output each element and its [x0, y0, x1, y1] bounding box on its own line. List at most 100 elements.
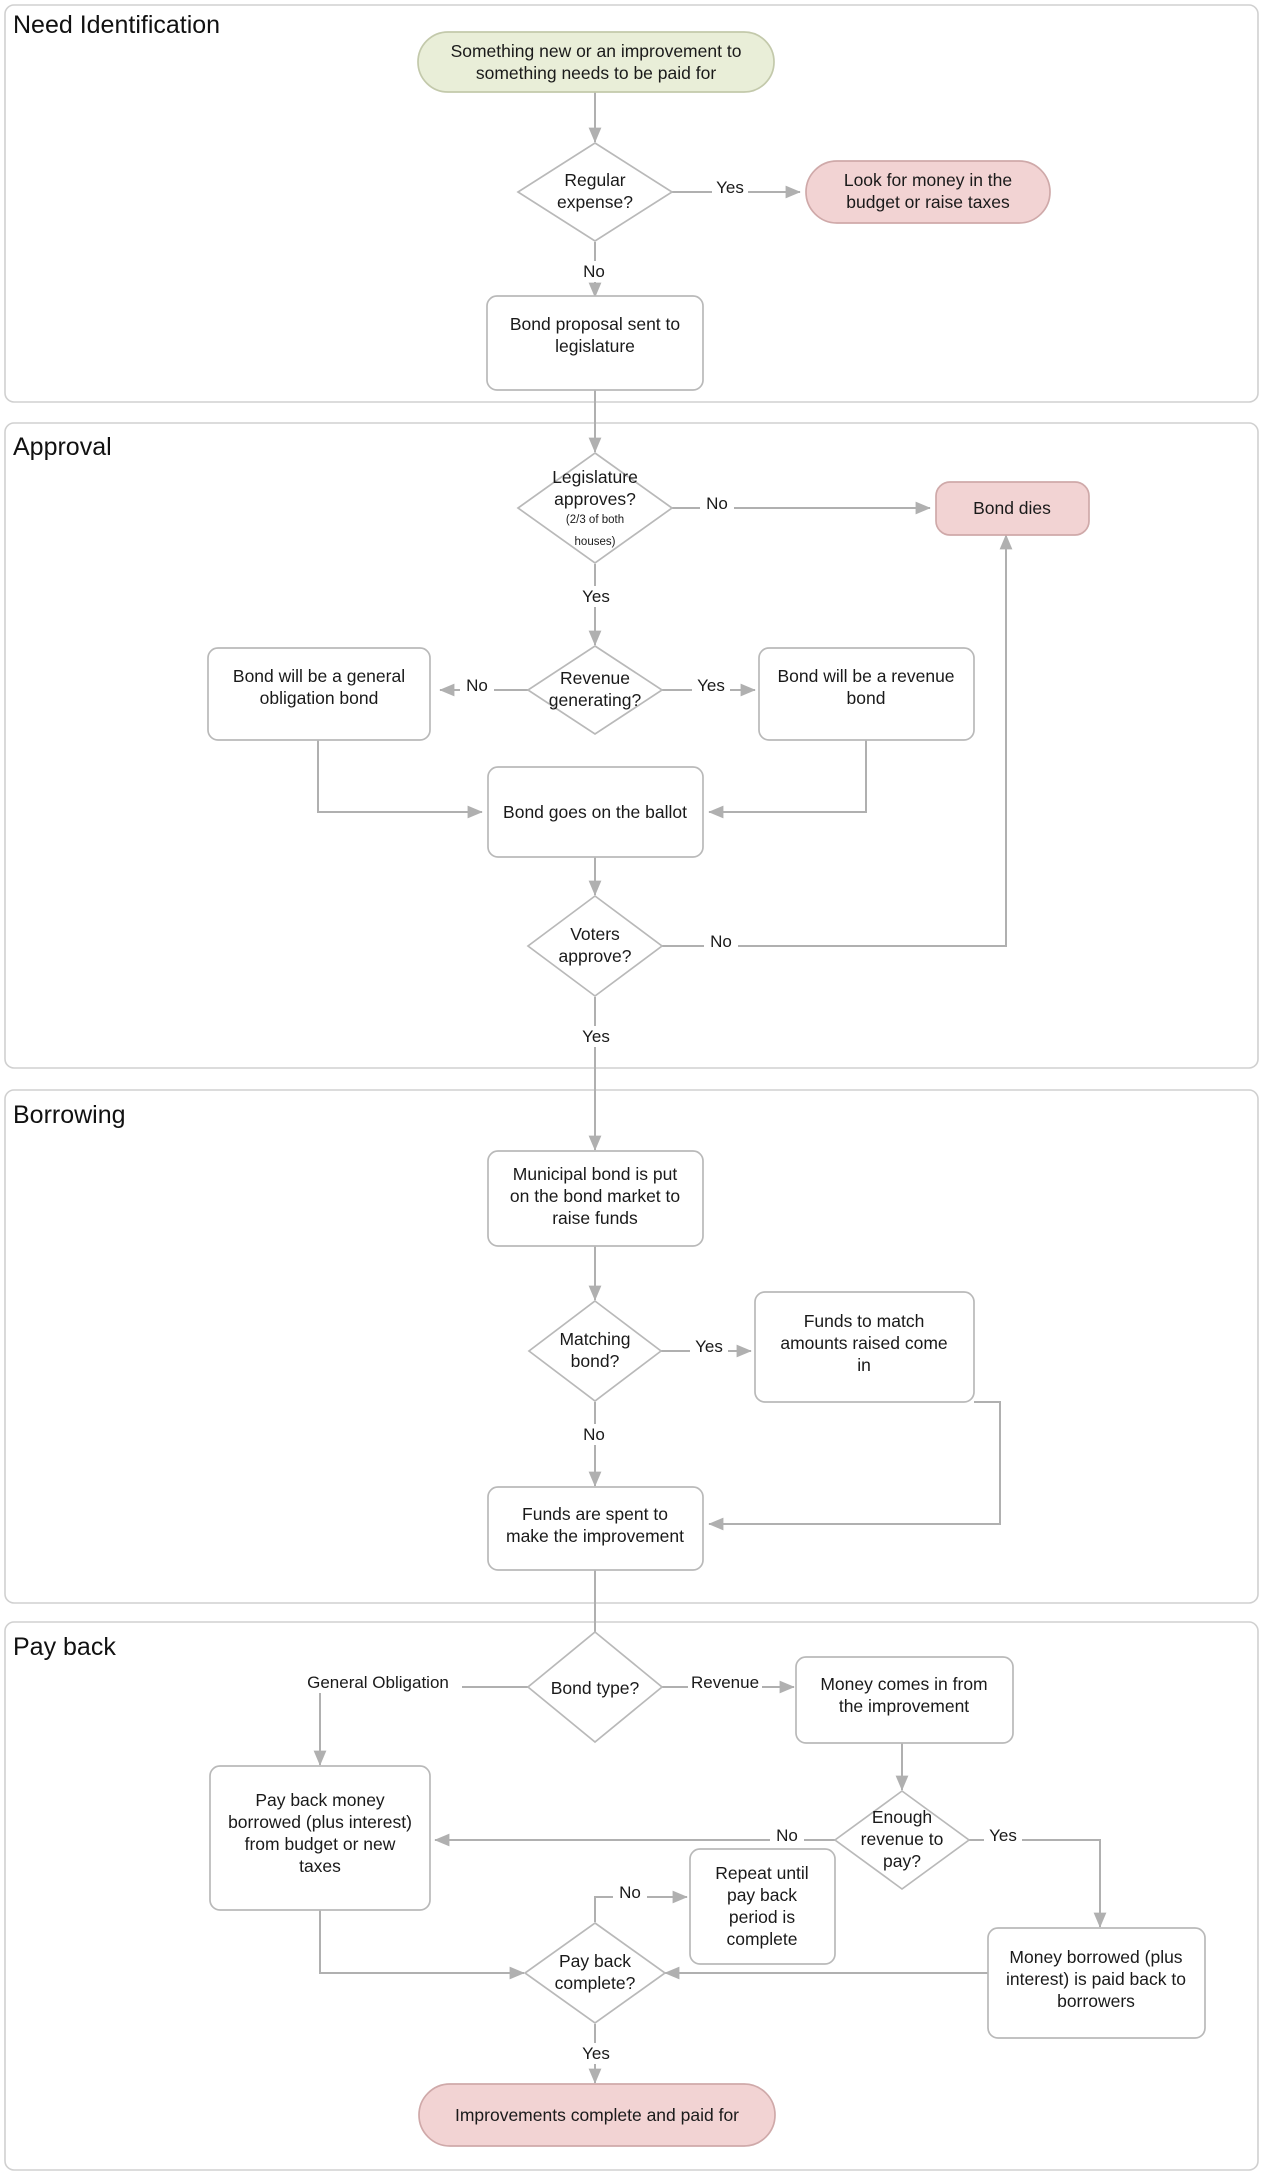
- node-municipal-bond-market-line-3: raise funds: [552, 1208, 638, 1228]
- node-funds-to-match[interactable]: Funds to match amounts raised come in: [754, 1291, 975, 1403]
- node-money-comes-in[interactable]: Money comes in from the improvement: [795, 1656, 1014, 1744]
- node-start-line-1: Something new or an improvement to: [451, 41, 742, 61]
- node-funds-to-match-line-3: in: [857, 1355, 871, 1375]
- node-repeat-until-line-4: complete: [726, 1929, 797, 1949]
- node-regular-expense-line-1: Regular: [564, 170, 625, 190]
- node-enough-revenue-line-3: pay?: [883, 1851, 921, 1871]
- node-repeat-until-line-1: Repeat until: [715, 1863, 808, 1883]
- node-bond-type-label: Bond type?: [551, 1678, 640, 1698]
- node-legislature-approves-sub-2: houses): [575, 536, 616, 548]
- node-money-borrowed-back-line-3: borrowers: [1057, 1991, 1135, 2011]
- node-bond-proposal[interactable]: Bond proposal sent to legislature: [486, 295, 704, 391]
- node-bond-dies-label: Bond dies: [973, 498, 1051, 518]
- edge-label-matching-no: No: [577, 1424, 611, 1445]
- edge-general-obligation-to-ballot: [317, 740, 483, 819]
- svg-text:Yes: Yes: [582, 1027, 610, 1046]
- edge-label-regular-no: No: [577, 261, 611, 282]
- node-enough-revenue[interactable]: Enough revenue to pay?: [833, 1789, 971, 1891]
- edge-label-matching-yes: Yes: [690, 1336, 728, 1357]
- svg-text:Yes: Yes: [989, 1826, 1017, 1845]
- edge-voters-no-to-bond-dies: [662, 534, 1013, 947]
- edge-label-regular-yes: Yes: [712, 177, 748, 198]
- node-funds-to-match-line-2: amounts raised come: [780, 1333, 947, 1353]
- edge-pay-back-complete-no: [594, 1890, 688, 1922]
- edge-label-enough-revenue-no: No: [770, 1825, 804, 1846]
- svg-text:Yes: Yes: [582, 2044, 610, 2063]
- node-bond-type[interactable]: Bond type?: [526, 1630, 664, 1744]
- node-repeat-until[interactable]: Repeat until pay back period is complete: [689, 1848, 836, 1965]
- lane-title-pay-back: Pay back: [13, 1633, 116, 1661]
- node-bond-ballot[interactable]: Bond goes on the ballot: [487, 766, 704, 858]
- node-look-for-money-line-1: Look for money in the: [844, 170, 1012, 190]
- edge-label-voters-yes: Yes: [577, 1026, 615, 1047]
- node-money-comes-in-line-2: the improvement: [839, 1696, 969, 1716]
- node-bond-proposal-line-1: Bond proposal sent to: [510, 314, 680, 334]
- node-regular-expense[interactable]: Regular expense?: [516, 141, 674, 243]
- node-bond-ballot-label: Bond goes on the ballot: [503, 802, 687, 822]
- svg-text:No: No: [466, 676, 488, 695]
- node-revenue-bond-line-1: Bond will be a revenue: [777, 666, 954, 686]
- svg-text:Yes: Yes: [695, 1337, 723, 1356]
- lane-title-borrowing: Borrowing: [13, 1101, 126, 1129]
- svg-text:No: No: [619, 1883, 641, 1902]
- node-voters-approve-line-2: approve?: [559, 946, 632, 966]
- node-pay-back-money-line-1: Pay back money: [255, 1790, 385, 1810]
- lane-title-need-identification: Need Identification: [13, 11, 220, 39]
- node-start-line-2: something needs to be paid for: [476, 63, 716, 83]
- node-revenue-generating[interactable]: Revenue generating?: [526, 644, 664, 736]
- node-money-borrowed-back[interactable]: Money borrowed (plus interest) is paid b…: [987, 1927, 1206, 2039]
- node-pay-back-money[interactable]: Pay back money borrowed (plus interest) …: [209, 1765, 431, 1911]
- edge-label-voters-no: No: [704, 931, 738, 952]
- lane-title-approval: Approval: [13, 433, 112, 461]
- edge-revenue-bond-to-ballot: [708, 740, 867, 819]
- node-pay-back-money-line-4: taxes: [299, 1856, 341, 1876]
- edge-label-pay-back-complete-yes: Yes: [577, 2043, 615, 2064]
- node-general-obligation-bond-line-2: obligation bond: [260, 688, 379, 708]
- node-funds-spent[interactable]: Funds are spent to make the improvement: [487, 1486, 704, 1571]
- svg-text:Revenue: Revenue: [691, 1673, 759, 1692]
- node-start[interactable]: Something new or an improvement to somet…: [417, 31, 775, 93]
- edge-label-revenue-no: No: [460, 675, 494, 696]
- node-money-borrowed-back-line-1: Money borrowed (plus: [1009, 1947, 1182, 1967]
- node-regular-expense-line-2: expense?: [557, 192, 633, 212]
- node-repeat-until-line-3: period is: [729, 1907, 795, 1927]
- node-money-borrowed-back-line-2: interest) is paid back to: [1006, 1969, 1186, 1989]
- node-repeat-until-line-2: pay back: [727, 1885, 797, 1905]
- node-bond-dies[interactable]: Bond dies: [935, 481, 1090, 536]
- node-bond-proposal-line-2: legislature: [555, 336, 635, 356]
- edge-label-bond-type-general-obligation: General Obligation: [294, 1672, 462, 1693]
- node-pay-back-money-line-3: from budget or new: [245, 1834, 396, 1854]
- node-enough-revenue-line-1: Enough: [872, 1807, 932, 1827]
- node-legislature-approves[interactable]: Legislature approves? (2/3 of both house…: [516, 451, 674, 565]
- edge-label-enough-revenue-yes: Yes: [984, 1825, 1022, 1846]
- edge-label-revenue-yes: Yes: [692, 675, 730, 696]
- edge-label-pay-back-complete-no: No: [613, 1882, 647, 1903]
- node-municipal-bond-market[interactable]: Municipal bond is put on the bond market…: [487, 1150, 704, 1247]
- node-legislature-approves-sub-1: (2/3 of both: [566, 514, 624, 526]
- node-funds-to-match-line-1: Funds to match: [804, 1311, 925, 1331]
- node-municipal-bond-market-line-1: Municipal bond is put: [513, 1164, 678, 1184]
- node-pay-back-complete-line-1: Pay back: [559, 1951, 631, 1971]
- node-improvements-complete[interactable]: Improvements complete and paid for: [418, 2083, 776, 2147]
- edge-funds-to-match-to-funds-spent: [708, 1401, 1001, 1531]
- node-improvements-complete-label: Improvements complete and paid for: [455, 2105, 739, 2125]
- node-revenue-bond[interactable]: Bond will be a revenue bond: [758, 647, 975, 741]
- edge-label-legislature-yes: Yes: [577, 586, 615, 607]
- node-enough-revenue-line-2: revenue to: [861, 1829, 944, 1849]
- edge-label-bond-type-revenue: Revenue: [688, 1672, 762, 1693]
- node-voters-approve[interactable]: Voters approve?: [526, 894, 664, 998]
- node-matching-bond[interactable]: Matching bond?: [527, 1299, 663, 1403]
- node-revenue-generating-line-1: Revenue: [560, 668, 630, 688]
- node-funds-spent-line-1: Funds are spent to: [522, 1504, 668, 1524]
- node-money-comes-in-line-1: Money comes in from: [820, 1674, 987, 1694]
- svg-text:Yes: Yes: [582, 587, 610, 606]
- node-legislature-approves-line-1: Legislature: [552, 467, 638, 487]
- node-general-obligation-bond[interactable]: Bond will be a general obligation bond: [207, 647, 431, 741]
- node-look-for-money[interactable]: Look for money in the budget or raise ta…: [805, 160, 1051, 224]
- node-revenue-bond-line-2: bond: [847, 688, 886, 708]
- node-pay-back-complete[interactable]: Pay back complete?: [523, 1921, 667, 2025]
- svg-text:Yes: Yes: [716, 178, 744, 197]
- svg-text:No: No: [706, 494, 728, 513]
- swimlane-approval: [4, 422, 1259, 1069]
